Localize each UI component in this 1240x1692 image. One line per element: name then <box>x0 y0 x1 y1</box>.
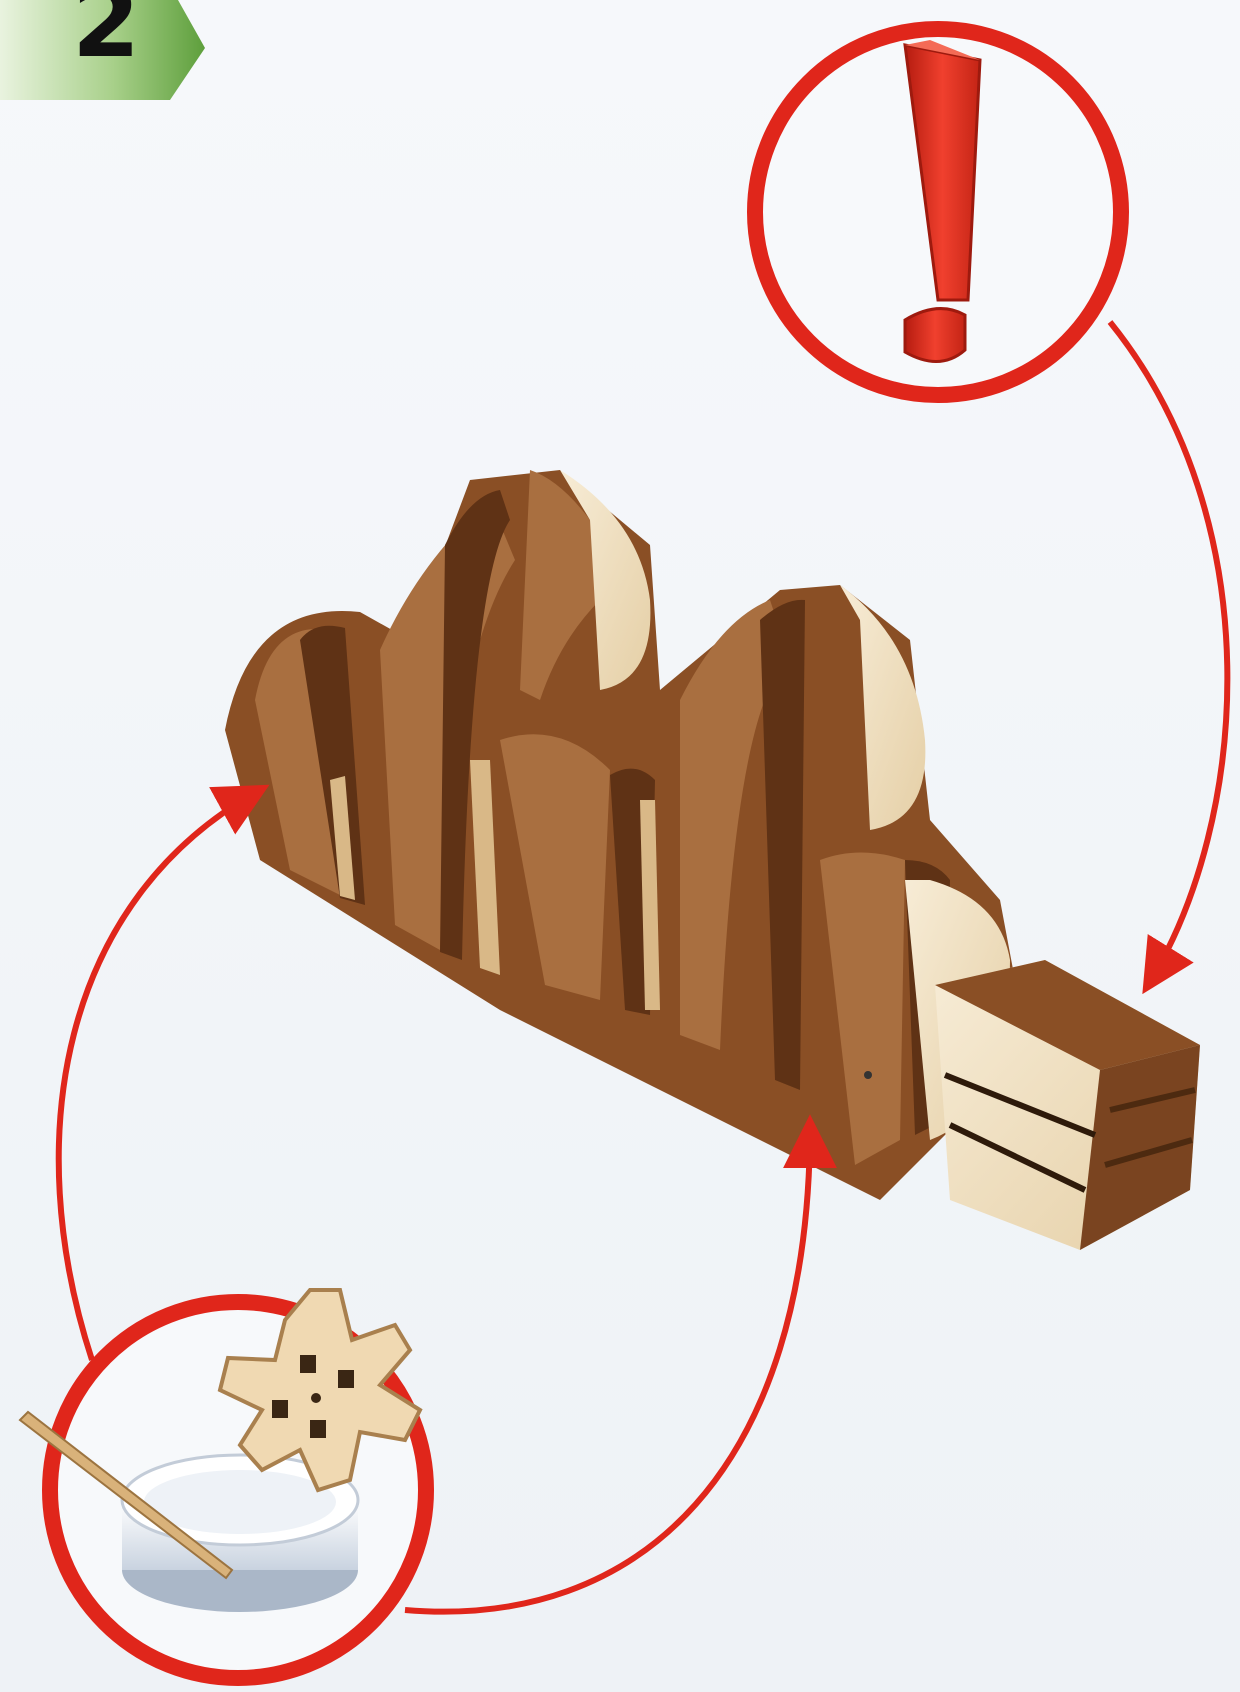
glue-arrow-right <box>405 1125 810 1612</box>
glue-callout <box>20 1290 426 1678</box>
warning-callout <box>755 29 1121 395</box>
layered-cylinder <box>225 470 1015 1200</box>
wooden-spindle-assembly <box>225 470 1200 1250</box>
warning-arrow <box>1110 322 1227 985</box>
glue-arrow-left <box>59 790 260 1360</box>
